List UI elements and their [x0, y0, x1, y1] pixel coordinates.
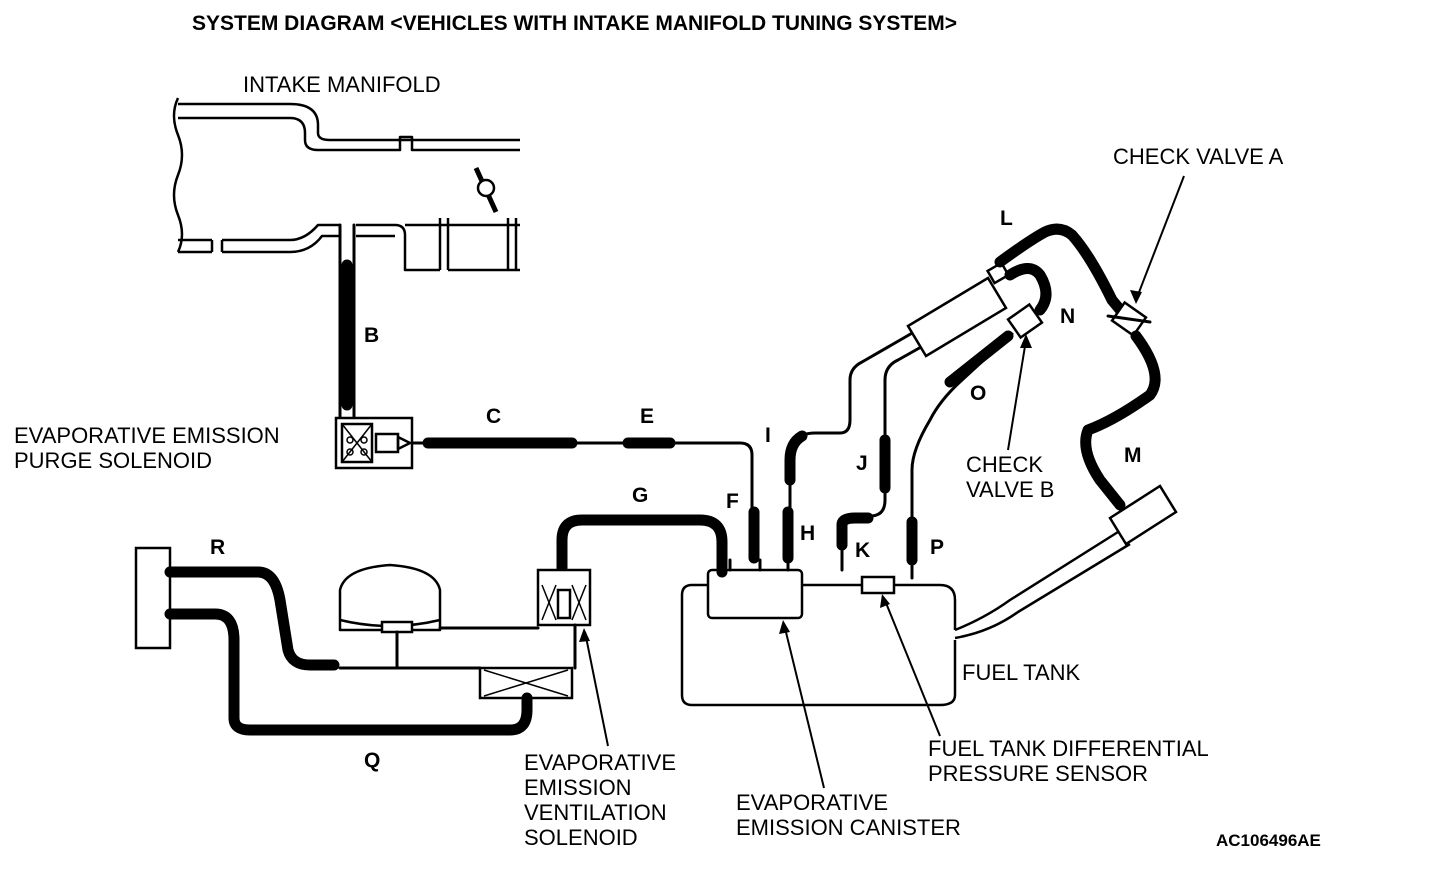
air-filter — [338, 563, 540, 670]
differential-pressure-sensor — [860, 575, 896, 595]
filler-neck — [954, 484, 1178, 640]
label-vent-solenoid-1: EVAPORATIVE — [524, 750, 676, 775]
end-bracket — [134, 546, 172, 650]
figure-code: AC106496AE — [1216, 831, 1321, 850]
filter-box — [338, 623, 577, 700]
hose-label-p: P — [930, 536, 944, 559]
hose-g — [556, 514, 728, 578]
label-fuel-tank: FUEL TANK — [962, 660, 1081, 685]
hose-r — [164, 566, 340, 671]
hose-label-b: B — [364, 324, 379, 347]
hose-label-q: Q — [364, 749, 380, 772]
check-valve-b — [1006, 302, 1044, 340]
label-diff-sensor-2: PRESSURE SENSOR — [928, 761, 1148, 786]
intake-manifold: INTAKE MANIFOLD — [172, 72, 520, 272]
component-labels: CHECK VALVE A CHECK VALVE B FUEL TANK DI… — [524, 144, 1284, 850]
label-vent-solenoid-2: EMISSION — [524, 775, 632, 800]
hose-label-n: N — [1060, 305, 1075, 328]
hose-label-i: I — [765, 424, 771, 447]
hose-label-r: R — [210, 536, 225, 559]
label-check-valve-a: CHECK VALVE A — [1113, 144, 1284, 169]
hose-label-o: O — [970, 382, 986, 405]
hose-label-m: M — [1124, 444, 1142, 467]
check-valve-a — [1106, 300, 1152, 338]
hose-label-g: G — [632, 484, 648, 507]
label-canister-2: EMISSION CANISTER — [736, 815, 961, 840]
hose-label-c: C — [486, 405, 501, 428]
label-purge-solenoid-1: EVAPORATIVE EMISSION — [14, 423, 280, 448]
vapor-separator — [906, 261, 1011, 358]
hose-label-h: H — [800, 522, 815, 545]
hose-label-j: J — [856, 452, 868, 475]
label-vent-solenoid-4: SOLENOID — [524, 825, 638, 850]
hose-b — [338, 223, 356, 422]
hose-m — [1080, 330, 1161, 511]
label-check-valve-b-2: VALVE B — [966, 477, 1054, 502]
fuel-tank: FUEL TANK — [680, 575, 1081, 707]
label-vent-solenoid-3: VENTILATION — [524, 800, 667, 825]
hose-c-e — [422, 437, 754, 517]
hose-label-f: F — [726, 490, 739, 513]
label-diff-sensor-1: FUEL TANK DIFFERENTIAL — [928, 736, 1209, 761]
throttle-valve-icon — [473, 166, 499, 214]
vent-solenoid — [536, 568, 592, 627]
hose-labels: B C E F G H I J K L M N O P Q R — [210, 207, 1142, 772]
hose-l — [994, 223, 1128, 318]
label-check-valve-b-1: CHECK — [966, 452, 1043, 477]
hose-q — [164, 608, 533, 736]
hose-j — [836, 340, 932, 572]
hose-label-l: L — [1000, 207, 1013, 230]
label-purge-solenoid-2: PURGE SOLENOID — [14, 448, 212, 473]
evaporative-canister — [706, 506, 804, 620]
purge-solenoid: EVAPORATIVE EMISSION PURGE SOLENOID — [14, 416, 428, 473]
diagram-title: SYSTEM DIAGRAM <VEHICLES WITH INTAKE MAN… — [192, 12, 957, 35]
label-intake-manifold: INTAKE MANIFOLD — [243, 72, 441, 97]
hose-i — [784, 330, 916, 512]
label-canister-1: EVAPORATIVE — [736, 790, 888, 815]
hose-label-k: K — [855, 539, 870, 562]
hose-o — [906, 330, 1014, 580]
hose-label-e: E — [640, 405, 654, 428]
